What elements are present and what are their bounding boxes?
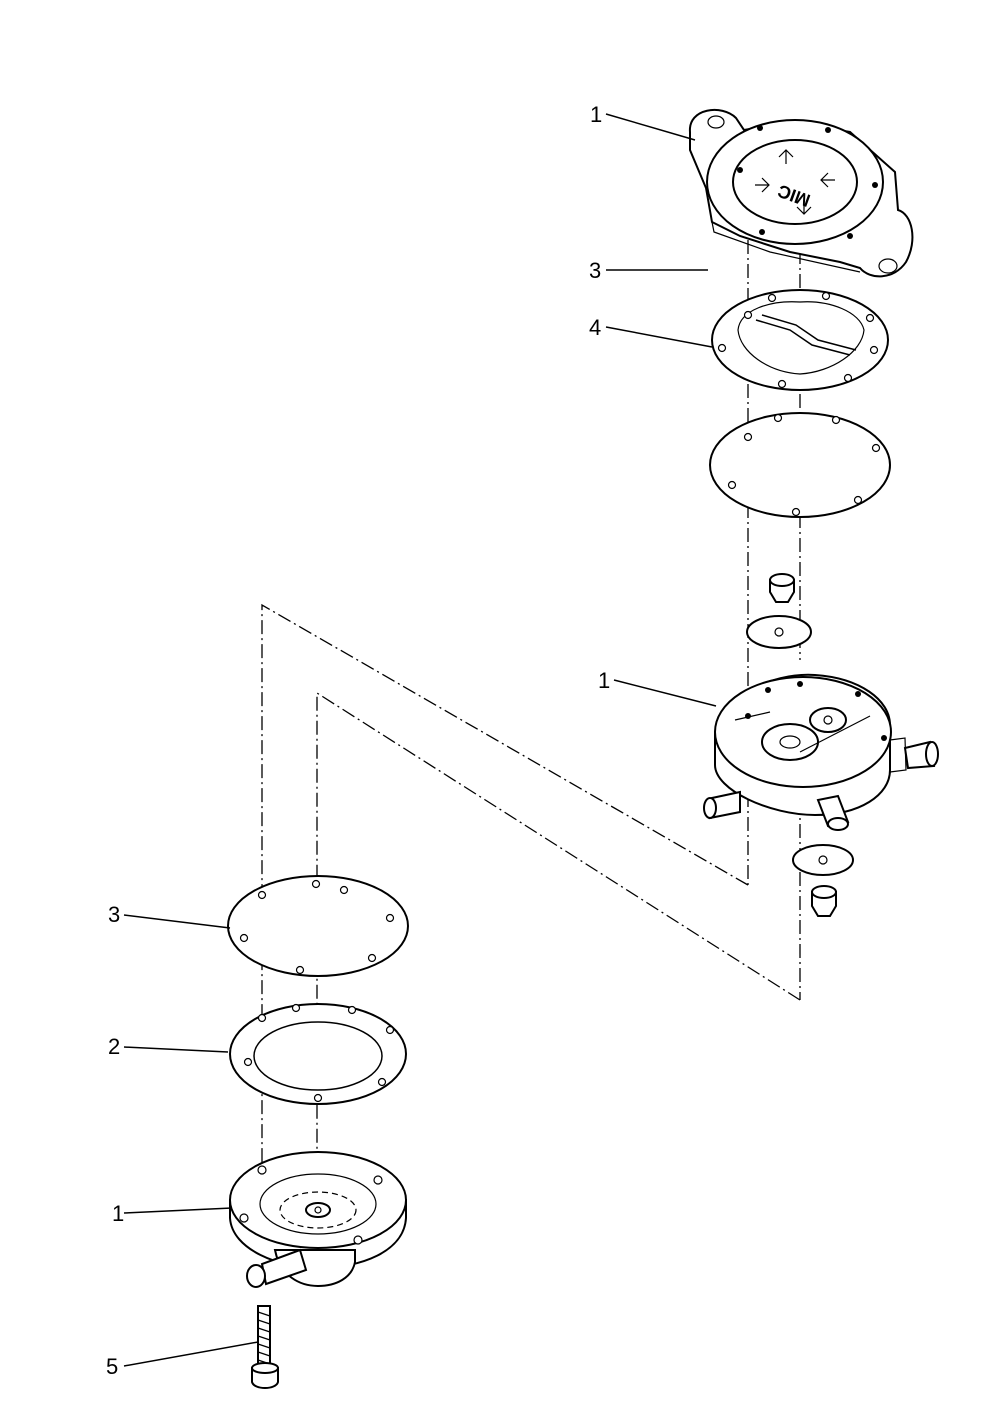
callout-pump-base: 1: [112, 1201, 124, 1226]
callout-pump-body: 1: [598, 668, 610, 693]
check-valve-lower: [792, 844, 854, 917]
callout-pump-cover: 1: [590, 102, 602, 127]
check-valve-upper: [746, 573, 812, 649]
callout-labels: 1 4 3 1 3 2 1 5: [106, 102, 610, 1379]
diaphragm-upper: [709, 412, 891, 518]
gasket-lower: [229, 1003, 407, 1105]
pump-body: [703, 673, 939, 831]
pump-cover: MIC: [688, 109, 914, 278]
leader-lines: [123, 113, 717, 1367]
callout-diaphragm-lower: 3: [108, 902, 120, 927]
screw: [251, 1305, 279, 1389]
gasket-upper: [711, 289, 889, 391]
callout-screw: 5: [106, 1354, 118, 1379]
callout-gasket-upper: 4: [589, 315, 601, 340]
callout-diaphragm-upper: 3: [589, 258, 601, 283]
diaphragm-lower: [227, 875, 409, 977]
callout-gasket-lower: 2: [108, 1034, 120, 1059]
pump-base: [229, 1151, 407, 1288]
